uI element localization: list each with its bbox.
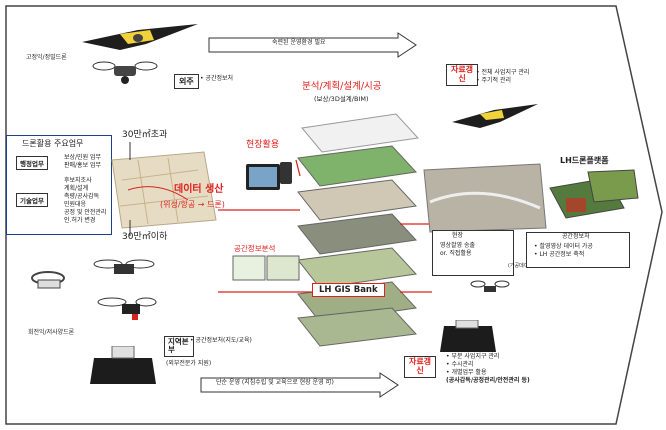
update-bottom-sub: (공사감독/공정관리/안전관리 등) <box>446 378 530 385</box>
drone-case-right-icon <box>438 320 498 354</box>
update-bottom-item-3-text: 개별업무 활용 <box>451 369 486 376</box>
field-box-item-2: or. 직접활용 <box>440 251 471 258</box>
field-box-item-1: 영상촬영 송출 <box>440 243 475 250</box>
spatial-office-title: 공간정보처 <box>562 234 590 241</box>
update-bottom-item-2-text: 수시관리 <box>451 361 473 368</box>
small-quadcopter-right-icon <box>470 278 510 298</box>
update-bottom-item-1: • 부분 사업지구 관리 <box>446 354 499 361</box>
update-top-label: 자료갱신 <box>446 64 478 86</box>
aerial-imagery-composite <box>420 162 548 234</box>
update-top-item-1: • 전체 사업지구 관리 <box>476 70 529 77</box>
spatial-office-item-2: • LH 공간정보 축적 <box>534 252 584 259</box>
fixed-wing-drone-right-icon <box>450 102 540 134</box>
update-top-item-2-text: 주기적 관리 <box>481 77 511 84</box>
update-bottom-item-3: • 개별업무 활용 <box>446 370 486 377</box>
update-bottom-item-2: • 수시관리 <box>446 362 474 369</box>
spatial-office-item-1: • 촬영영상 데이터 가공 <box>534 244 593 251</box>
spatial-office-item-2-text: LH 공간정보 축적 <box>539 251 584 258</box>
update-top-item-1-text: 전체 사업지구 관리 <box>481 69 529 76</box>
update-top-item-2: • 주기적 관리 <box>476 78 511 85</box>
update-bottom-item-1-text: 부분 사업지구 관리 <box>451 353 499 360</box>
platform-screens <box>548 168 640 224</box>
spatial-office-item-1-text: 촬영영상 데이터 가공 <box>539 243 593 250</box>
field-box-title: 현장 <box>452 233 463 240</box>
platform-label: LH드론플랫폼 <box>560 156 609 165</box>
update-bottom-label: 자료갱신 <box>404 356 436 378</box>
